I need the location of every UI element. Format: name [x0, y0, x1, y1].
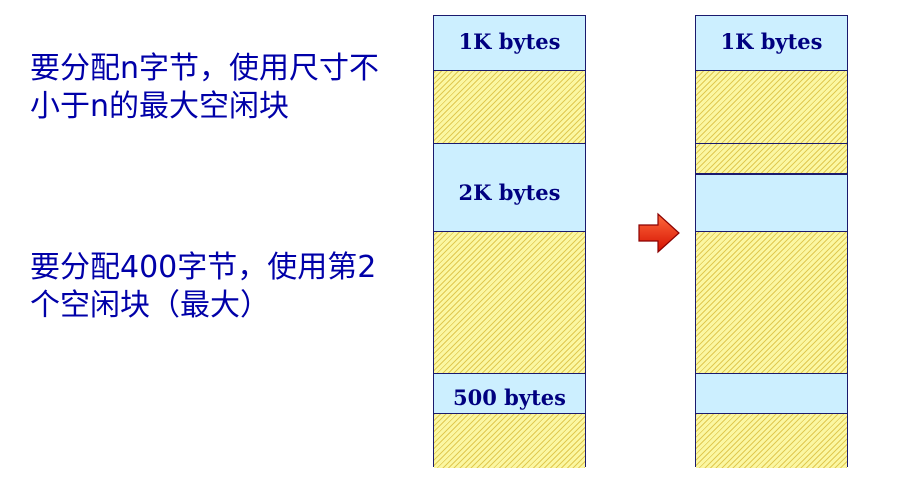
used-block-2: [696, 232, 847, 374]
rule-text: 要分配n字节，使用尺寸不小于n的最大空闲块: [30, 51, 380, 124]
free-block-2-label: 2K bytes: [458, 180, 561, 205]
free-block-3: 500 bytes: [434, 374, 585, 414]
free-block-1: 1K bytes: [696, 16, 847, 71]
free-block-2-remainder: [696, 175, 847, 232]
allocated-block: [696, 144, 847, 175]
memory-after: 1K bytes: [695, 15, 848, 468]
free-block-2: 2K bytes: [434, 144, 585, 232]
used-block-2: [434, 232, 585, 374]
right-arrow-icon: [638, 212, 680, 254]
example-text: 要分配400字节，使用第2个空闲块（最大）: [30, 250, 377, 323]
memory-before: 1K bytes 2K bytes 500 bytes: [433, 15, 586, 468]
free-block-3-label: 500 bytes: [453, 385, 566, 410]
free-block-1-label: 1K bytes: [458, 29, 561, 54]
free-block-1: 1K bytes: [434, 16, 585, 71]
free-block-3: [696, 374, 847, 414]
used-block-1: [696, 71, 847, 144]
used-block-1: [434, 71, 585, 144]
used-block-3: [696, 414, 847, 468]
free-block-1-label: 1K bytes: [720, 29, 823, 54]
used-block-3: [434, 414, 585, 468]
